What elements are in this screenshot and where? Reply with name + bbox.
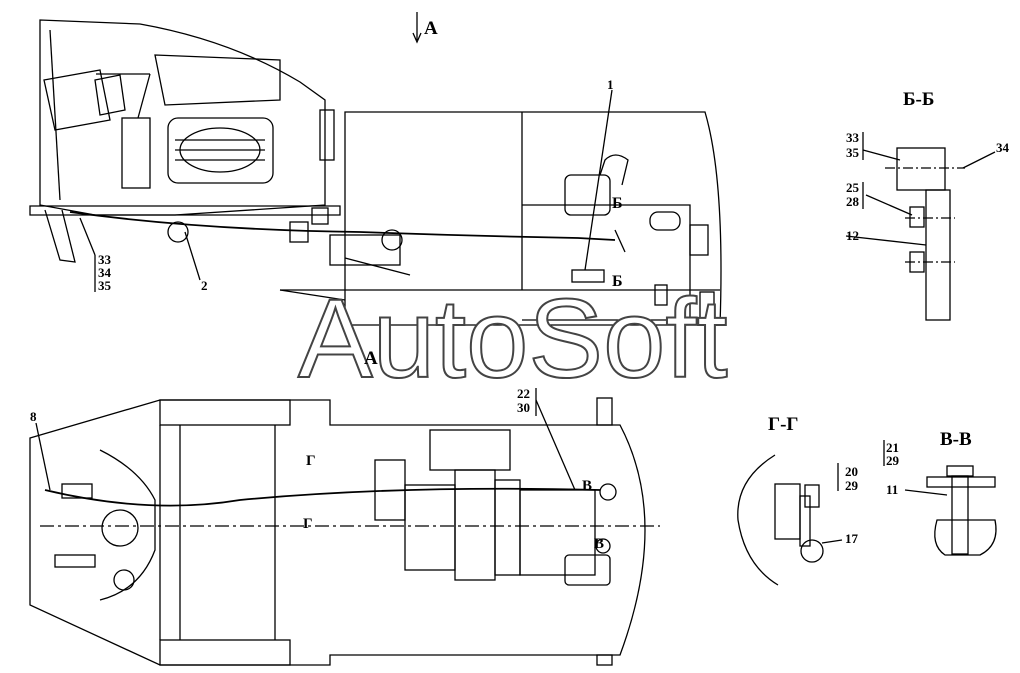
callout-33: 33 (98, 252, 112, 267)
lever (44, 209, 76, 263)
frame-rail (29, 205, 341, 216)
compressor (167, 117, 274, 184)
view-arrow-a-label: А (424, 18, 438, 39)
callout-bb-33: 33 (846, 130, 860, 145)
callout-vv-29: 29 (886, 453, 900, 468)
section-mark-v-bottom: В (594, 536, 604, 552)
section-a-label: А (364, 348, 378, 369)
front-axle (99, 449, 156, 601)
callout-1: 1 (607, 77, 614, 92)
plan-view (29, 397, 660, 666)
watermark: AutoSoft (298, 276, 728, 401)
section-gg (737, 454, 843, 586)
callout-bb-12: 12 (846, 228, 859, 243)
callout-30: 30 (517, 400, 530, 415)
cab-outline (39, 19, 326, 216)
callout-bb-28: 28 (846, 194, 860, 209)
callout-bb-25: 25 (846, 180, 860, 195)
cylinder (121, 117, 151, 189)
callout-vv-11: 11 (886, 482, 898, 497)
callout-gg-29: 29 (845, 478, 859, 493)
chassis-outline (29, 399, 646, 666)
callout-22: 22 (517, 386, 530, 401)
callout-bb-34: 34 (996, 140, 1010, 155)
section-mark-v-top: В (582, 478, 592, 494)
section-vv-title: В-В (940, 429, 972, 450)
callout-35: 35 (98, 278, 112, 293)
control-cable (69, 211, 616, 241)
section-gg-body (737, 454, 779, 586)
callout-34: 34 (98, 265, 112, 280)
callout-gg-20: 20 (845, 464, 858, 479)
plan-cable (44, 487, 601, 507)
callout-8: 8 (30, 409, 37, 424)
section-bb-title: Б-Б (903, 89, 934, 110)
callout-bb-35: 35 (846, 145, 860, 160)
section-bb (845, 132, 996, 321)
section-mark-g-top: Г (306, 453, 316, 469)
callout-gg-17: 17 (845, 531, 859, 546)
body-box (344, 111, 722, 326)
section-vv (883, 440, 997, 556)
section-mark-b-bottom: Б (612, 273, 623, 290)
section-mark-g-bottom: Г (303, 516, 313, 532)
battery-box (43, 69, 111, 131)
section-mark-b-top: Б (612, 195, 623, 212)
side-view (29, 19, 722, 326)
leader-lines (35, 12, 613, 491)
callout-2: 2 (201, 278, 208, 293)
valve-unit (564, 174, 611, 216)
callout-vv-21: 21 (886, 440, 899, 455)
section-gg-title: Г-Г (768, 414, 799, 435)
